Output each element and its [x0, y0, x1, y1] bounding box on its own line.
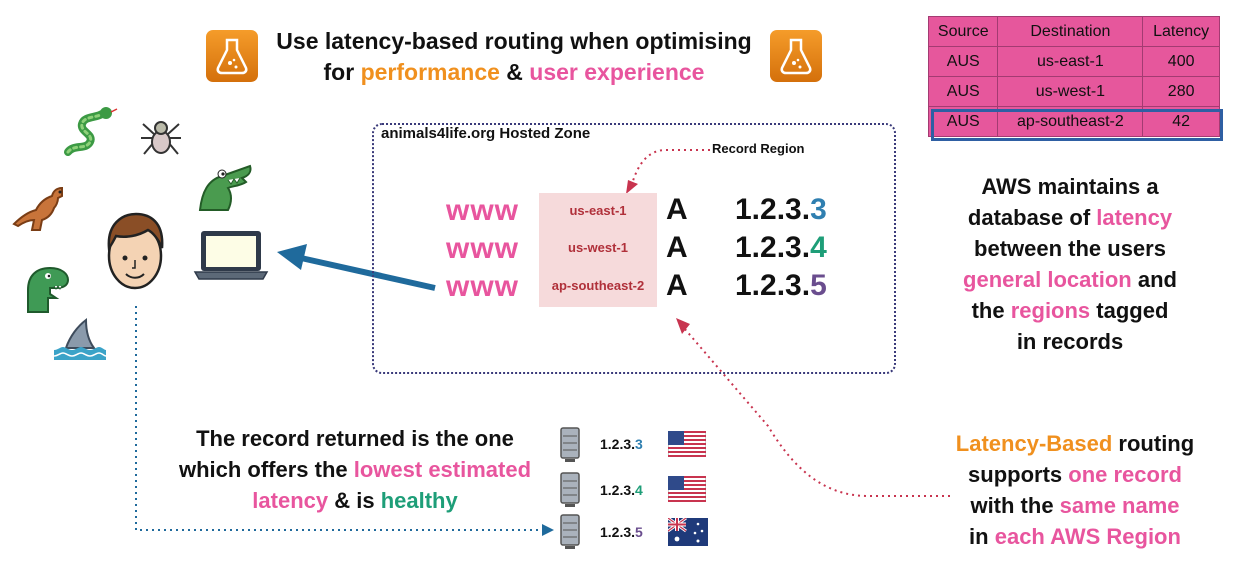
flask-icon — [770, 30, 822, 82]
dinosaur-icon — [27, 266, 70, 313]
page-title: Use latency-based routing when optimisin… — [262, 26, 766, 88]
record-region-pointer — [626, 149, 710, 194]
table-row: AUS us-east-1 400 — [927, 46, 1220, 77]
latency-table: Source Destination Latency AUS us-east-1… — [927, 16, 1220, 137]
routing-support-note: Latency-Based routing supports one recor… — [955, 431, 1195, 549]
us-flag-icon — [668, 476, 706, 502]
record-region-label: Record Region — [712, 141, 805, 156]
laptop-icon — [193, 231, 269, 280]
latency-table-header: Source Destination Latency — [927, 16, 1220, 47]
spider-icon — [141, 121, 181, 155]
server-ip: 1.2.3.3 — [600, 436, 643, 452]
server-ip: 1.2.3.4 — [600, 482, 643, 498]
table-row: AUS us-west-1 280 — [927, 76, 1220, 107]
latency-database-note: AWS maintains a database of latency betw… — [963, 174, 1177, 354]
user-to-server-path — [135, 306, 554, 536]
hosted-zone-box — [372, 123, 896, 374]
server-ip: 1.2.3.5 — [600, 524, 643, 540]
routing-note-pointer — [676, 318, 950, 497]
shark-icon — [53, 318, 107, 360]
flask-icon — [206, 30, 258, 82]
kangaroo-icon — [12, 186, 63, 231]
lowest-latency-highlight — [931, 109, 1223, 141]
australia-flag-icon — [668, 518, 708, 546]
title-line-1: Use latency-based routing when optimisin… — [276, 28, 752, 54]
us-flag-icon — [668, 431, 706, 457]
record-returned-note: The record returned is the one which off… — [178, 426, 532, 513]
crocodile-icon — [198, 164, 252, 211]
col-destination: Destination — [997, 16, 1144, 47]
hosted-zone-title: animals4life.org Hosted Zone — [381, 125, 591, 142]
server-icon — [560, 427, 580, 462]
title-line-2: for performance & user experience — [323, 59, 705, 85]
server-icon — [560, 514, 580, 549]
col-latency: Latency — [1142, 16, 1220, 47]
col-source: Source — [927, 16, 999, 47]
region-column — [539, 193, 657, 307]
user-face-icon — [107, 212, 164, 290]
server-icon — [560, 472, 580, 507]
response-arrow — [277, 244, 436, 291]
snake-icon — [64, 107, 118, 156]
